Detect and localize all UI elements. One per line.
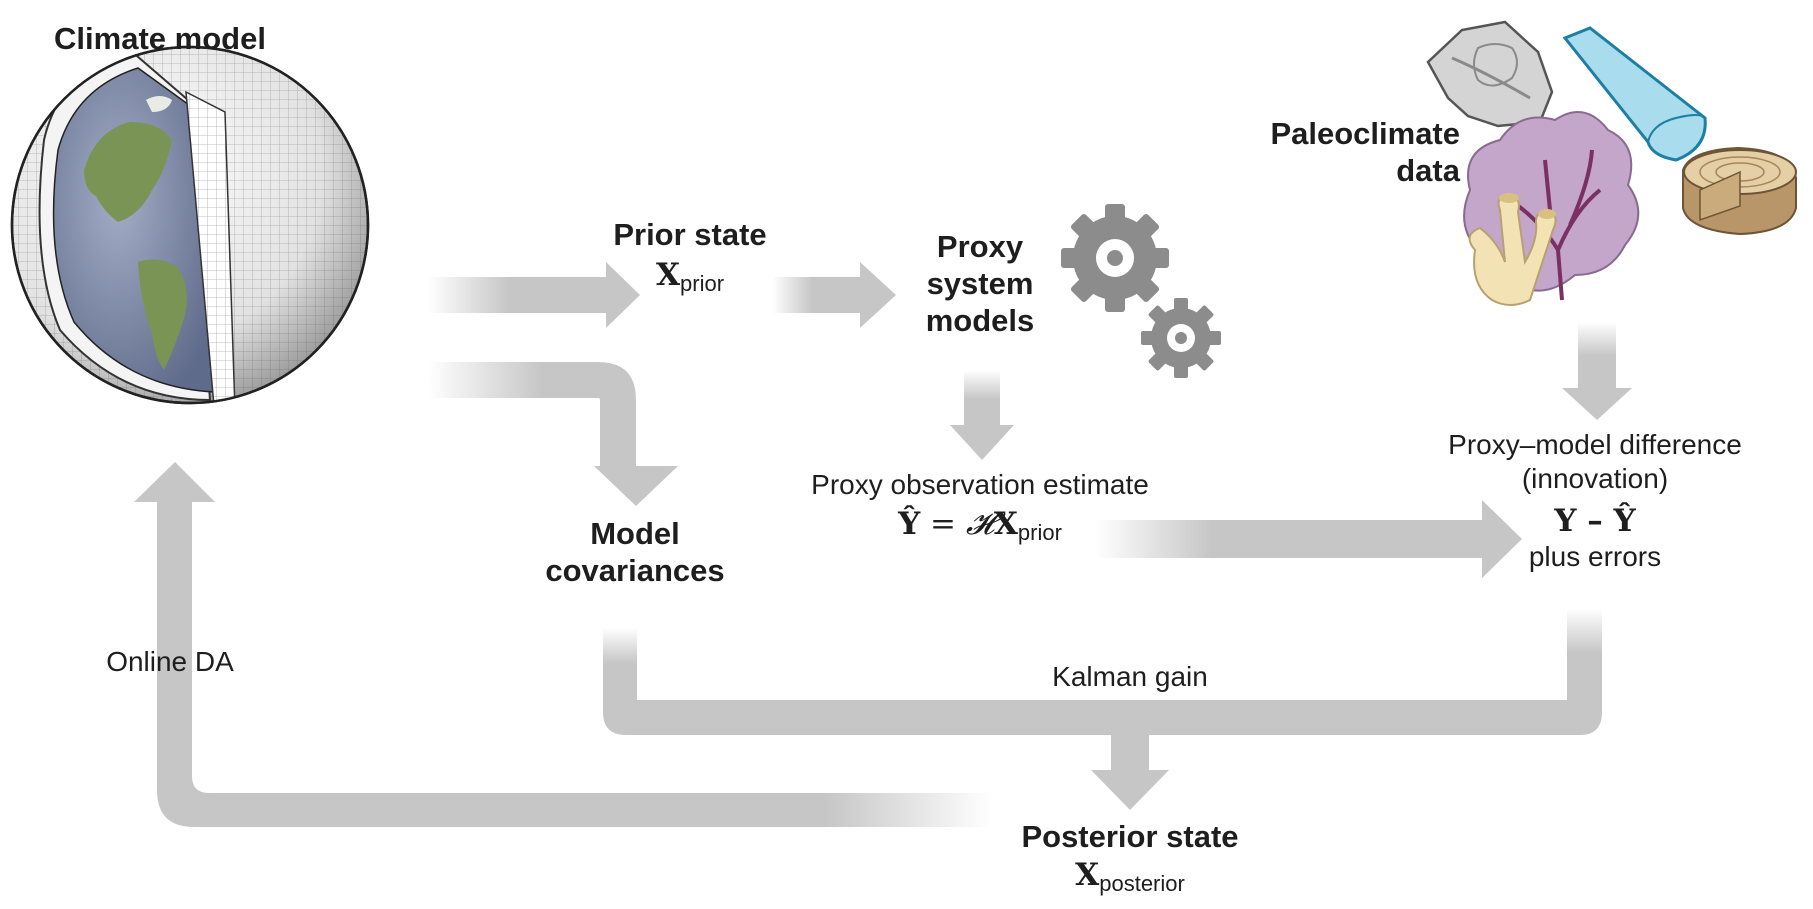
model-covariances-label: Model covariances bbox=[510, 515, 760, 589]
prior-state-subscript: prior bbox=[680, 271, 725, 297]
prior-state-symbol: X bbox=[655, 257, 681, 294]
tree-ring-icon bbox=[1682, 146, 1797, 236]
posterior-state-formula: Xposterior bbox=[990, 857, 1270, 897]
prior-state-block: Prior state Xprior bbox=[580, 216, 800, 298]
innovation-line3: plus errors bbox=[1528, 541, 1662, 573]
proxy-observation-estimate-title: Proxy observation estimate bbox=[811, 469, 1149, 500]
posterior-state-title: Posterior state bbox=[1021, 819, 1239, 854]
estimate-equals: = bbox=[920, 505, 966, 542]
paleoclimate-data-label: Paleoclimate data bbox=[1200, 115, 1460, 189]
coral-icon bbox=[1468, 193, 1557, 306]
posterior-state-block: Posterior state Xposterior bbox=[990, 818, 1270, 898]
arrow-globe-to-prior bbox=[428, 262, 640, 328]
posterior-state-subscript: posterior bbox=[1099, 871, 1185, 897]
estimate-subscript: prior bbox=[1017, 519, 1062, 545]
innovation-block: Proxy–model difference (innovation) Y – … bbox=[1405, 428, 1785, 574]
arrow-estimate-to-innovation bbox=[1095, 500, 1522, 578]
prior-state-formula: Xprior bbox=[580, 257, 800, 297]
estimate-lhs: Ŷ bbox=[898, 505, 921, 542]
fossil-leaf-icon bbox=[1426, 20, 1554, 128]
model-covariances-line2: covariances bbox=[545, 553, 725, 589]
estimate-state-symbol: X bbox=[993, 505, 1018, 542]
innovation-formula: Y – Ŷ bbox=[1554, 503, 1636, 540]
kalman-gain-label: Kalman gain bbox=[1052, 661, 1208, 692]
psm-line1: Proxy bbox=[936, 229, 1024, 264]
innovation-line2: (innovation) bbox=[1521, 462, 1669, 494]
paleoclimate-label-line1: Paleoclimate bbox=[1270, 116, 1460, 151]
ice-core-icon bbox=[1562, 26, 1707, 162]
climate-model-label: Climate model bbox=[54, 21, 266, 56]
psm-line2: system bbox=[926, 266, 1034, 302]
proxy-observation-estimate-block: Proxy observation estimate Ŷ = 𝓗Xprior bbox=[770, 468, 1190, 546]
proxy-observation-estimate-formula: Ŷ = 𝓗Xprior bbox=[770, 506, 1190, 546]
arrow-online-da-feedback bbox=[134, 462, 992, 827]
paleoclimate-label-line2: data bbox=[1396, 153, 1460, 189]
online-da-label: Online DA bbox=[106, 646, 234, 677]
arrow-psm-to-estimate bbox=[950, 370, 1014, 460]
innovation-line1: Proxy–model difference bbox=[1448, 429, 1742, 460]
climate-model-globe-icon bbox=[10, 45, 370, 405]
gear-large-icon bbox=[1061, 204, 1169, 312]
arrow-globe-to-covariances bbox=[428, 362, 678, 506]
arrow-prior-to-psm bbox=[772, 262, 896, 328]
psm-line3: models bbox=[925, 303, 1035, 339]
kalman-gain-connector bbox=[603, 608, 1602, 810]
gear-small-icon bbox=[1141, 298, 1221, 378]
model-covariances-line1: Model bbox=[590, 516, 680, 551]
posterior-state-symbol: X bbox=[1075, 857, 1100, 894]
arrow-paleo-to-innovation bbox=[1562, 322, 1632, 420]
proxy-system-models-label: Proxy system models bbox=[880, 228, 1080, 340]
prior-state-title: Prior state bbox=[613, 217, 767, 252]
observation-operator-symbol: 𝓗 bbox=[965, 505, 994, 542]
